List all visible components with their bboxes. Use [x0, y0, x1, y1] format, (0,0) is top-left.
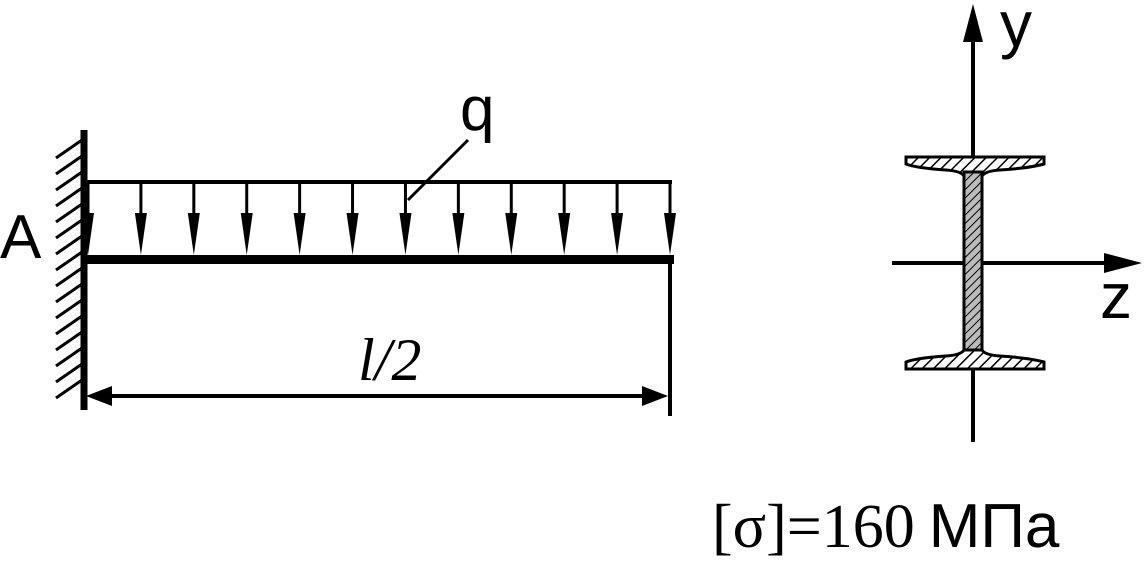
- stress-equals: =: [787, 493, 822, 561]
- wall-hatch-line: [55, 202, 83, 224]
- y-axis-arrow-icon: [963, 4, 983, 42]
- fixed-support-hatching-icon: [55, 138, 83, 400]
- stress-close-bracket: ]: [766, 493, 787, 561]
- wall-hatch-line: [55, 250, 83, 272]
- wall-hatch-line: [55, 186, 83, 208]
- distributed-load: [82, 180, 676, 255]
- wall-hatch-line: [55, 298, 83, 320]
- load-arrow-head-icon: [399, 213, 412, 255]
- load-arrow-head-icon: [187, 213, 200, 255]
- stress-unit: МПа: [929, 492, 1060, 561]
- wall-hatch-line: [55, 362, 83, 384]
- z-axis-label: z: [1100, 260, 1132, 332]
- wall-hatch-line: [55, 282, 83, 304]
- z-axis-arrow-icon: [1104, 253, 1142, 273]
- load-arrow-head-icon: [505, 213, 518, 255]
- load-arrow-head-icon: [240, 213, 253, 255]
- support-label-a: A: [0, 203, 42, 272]
- stress-value: 160: [822, 493, 915, 561]
- load-arrow-head-icon: [611, 213, 624, 255]
- wall-hatch-line: [55, 346, 83, 368]
- section-axes: [892, 4, 1142, 442]
- load-arrow-head-icon: [558, 213, 571, 255]
- wall-hatch-line: [55, 378, 83, 400]
- load-arrow-head-icon: [346, 213, 359, 255]
- y-axis-label: y: [1000, 0, 1032, 60]
- wall-hatch-line: [55, 218, 83, 240]
- load-arrow-head-icon: [293, 213, 306, 255]
- span-label-rest: /2: [372, 327, 422, 393]
- load-label-q: q: [460, 75, 494, 144]
- distributed-load-arrows-icon: [82, 182, 676, 255]
- bottom-flange: [904, 348, 1046, 371]
- beam: [84, 255, 674, 264]
- load-arrow-head-icon: [82, 213, 94, 255]
- span-dimension: [86, 264, 672, 416]
- load-leader-line: [406, 138, 470, 202]
- wall-hatch-line: [55, 234, 83, 256]
- wall-hatch-line: [55, 138, 83, 160]
- stress-symbol: σ: [733, 493, 766, 561]
- load-arrow-head-icon: [664, 213, 676, 255]
- i-beam-section-icon: [904, 155, 1046, 371]
- dimension-arrow-right-icon: [642, 386, 668, 406]
- span-label-letter: l: [358, 327, 375, 393]
- wall-hatch-line: [55, 330, 83, 352]
- load-arrow-head-icon: [452, 213, 465, 255]
- span-label: l/2: [358, 327, 421, 393]
- wall-hatch-line: [55, 170, 83, 192]
- stress-open-bracket: [: [712, 493, 733, 561]
- fixed-support: [55, 130, 88, 410]
- web: [962, 170, 984, 358]
- wall-hatch-line: [55, 266, 83, 288]
- dimension-arrow-left-icon: [86, 386, 112, 406]
- load-arrow-head-icon: [134, 213, 147, 255]
- wall-hatch-line: [55, 314, 83, 336]
- wall-hatch-line: [55, 154, 83, 176]
